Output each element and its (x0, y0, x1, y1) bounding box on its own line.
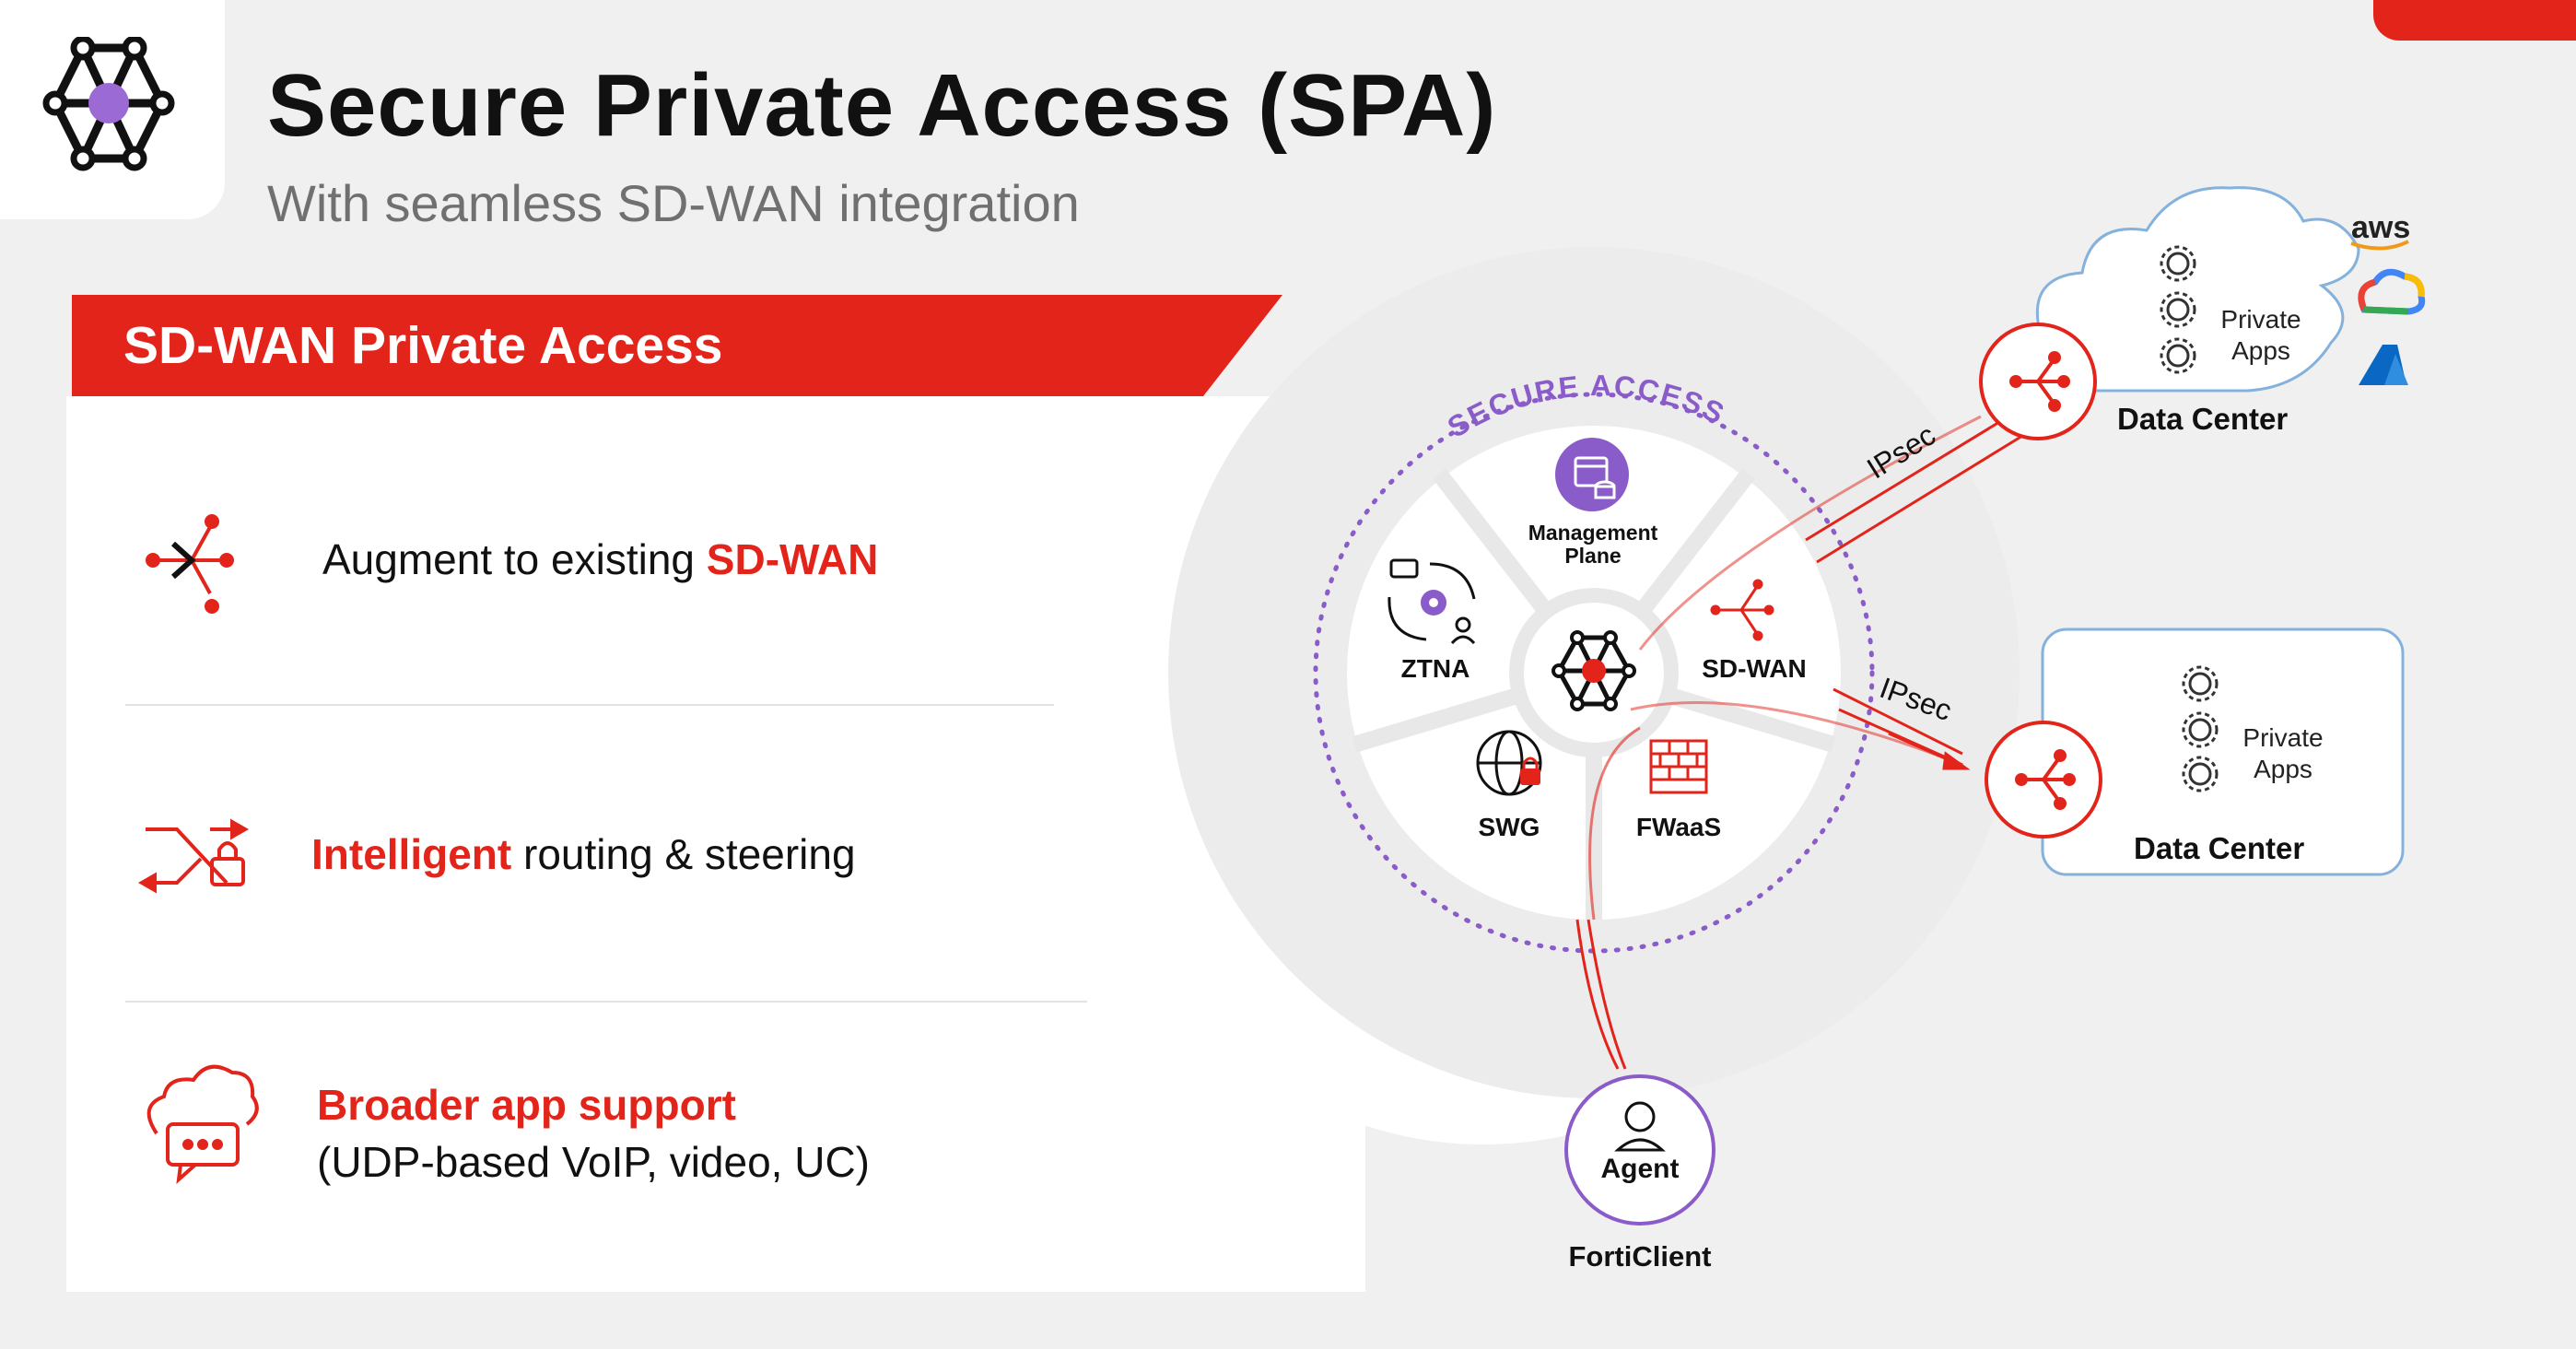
private-apps-bottom-label: Private Apps (2242, 723, 2324, 783)
feature-augment-highlight: SD-WAN (706, 535, 879, 583)
aws-smile (2350, 240, 2409, 251)
management-plane-icon (1555, 438, 1629, 511)
agent-label: Agent (1600, 1154, 1680, 1184)
data-center-top-title: Data Center (2117, 402, 2289, 436)
sdwan-label: SD-WAN (1702, 654, 1807, 683)
data-center-cloud (2035, 186, 2360, 393)
ipsec-tunnel-bottom (1630, 687, 1971, 770)
feature-intelligent-routing: Intelligent routing & steering (311, 829, 856, 879)
private-apps-top-label: Private Apps (2220, 305, 2301, 365)
azure-logo (2359, 345, 2408, 385)
feature-divider (125, 704, 1054, 706)
feature-app-support-highlight: Broader app support (317, 1081, 736, 1129)
swg-globe-lock-icon (1476, 730, 1542, 796)
feature-augment-text: Augment to existing (322, 535, 707, 583)
feature-routing-highlight: Intelligent (311, 830, 512, 878)
page-subtitle: With seamless SD-WAN integration (267, 174, 1080, 232)
ztna-label: ZTNA (1400, 654, 1470, 683)
swg-label: SWG (1478, 813, 1540, 841)
fwaas-label: FWaaS (1635, 813, 1722, 841)
sdwan-icon (1710, 579, 1774, 641)
sdwan-router-bottom-icon (1985, 721, 2102, 839)
aws-logo: aws (2351, 210, 2411, 245)
corner-accent-tab (2373, 0, 2576, 41)
panel-header-band (72, 295, 1282, 396)
agent-tunnel (1575, 726, 1641, 1070)
sdwan-router-top-icon (1979, 323, 2097, 440)
ztna-icon (1388, 558, 1476, 645)
feature-app-support: Broader app support (UDP-based VoIP, vid… (317, 1080, 870, 1187)
sdwan-augment-icon (146, 514, 234, 614)
google-cloud-logo (2358, 268, 2426, 315)
feature-augment-sdwan: Augment to existing SD-WAN (322, 534, 878, 584)
routing-steering-icon (137, 818, 250, 894)
page-title: Secure Private Access (SPA) (267, 56, 1497, 155)
fwaas-firewall-icon (1649, 739, 1708, 794)
forticlient-label: FortiClient (1568, 1240, 1712, 1273)
app-support-cloud-icon (146, 1064, 259, 1185)
panel-heading: SD-WAN Private Access (123, 316, 723, 375)
feature-app-support-detail: (UDP-based VoIP, video, UC) (317, 1138, 870, 1186)
agent-icon (1564, 1074, 1715, 1226)
gear-icons-bottom (2182, 665, 2219, 792)
feature-routing-text: routing & steering (511, 830, 856, 878)
management-plane-label: Management Plane (1528, 521, 1658, 568)
hub-network-icon (1551, 630, 1636, 711)
spa-network-logo (42, 37, 175, 171)
data-center-bottom-title: Data Center (2134, 831, 2305, 865)
gear-icons-top (2160, 245, 2196, 374)
feature-divider (125, 1001, 1087, 1003)
